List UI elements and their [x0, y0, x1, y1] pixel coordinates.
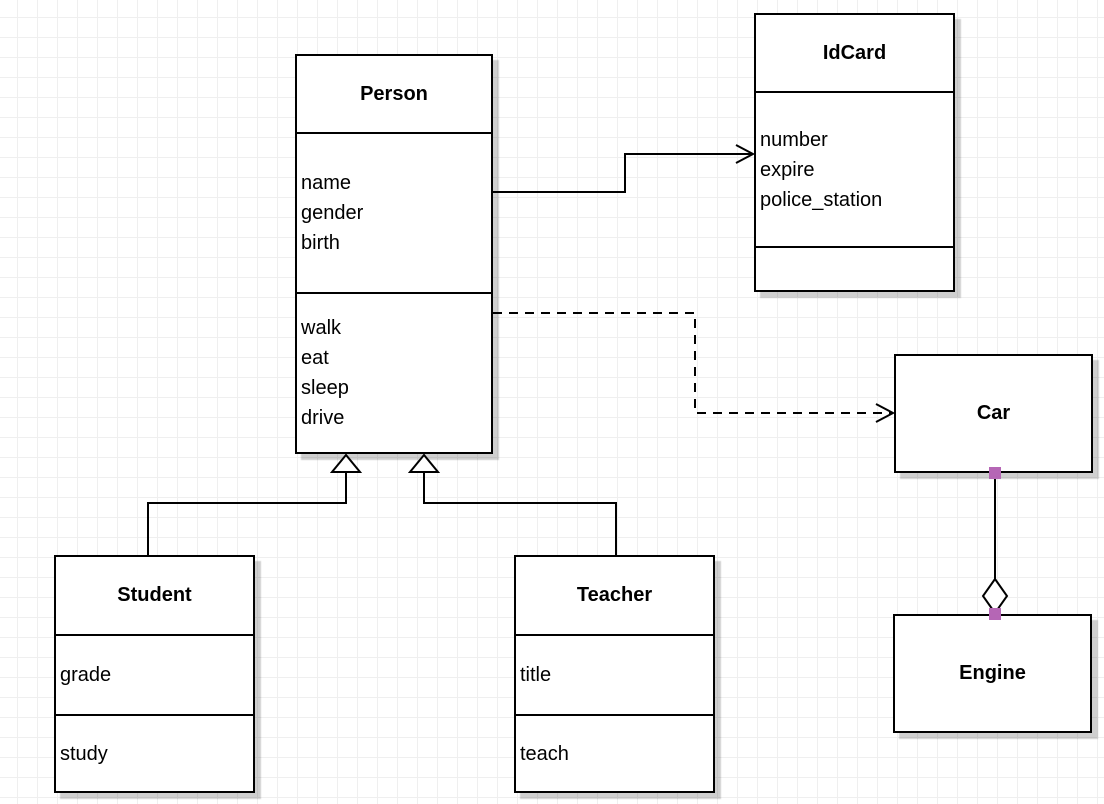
- class-methods: teach: [516, 714, 713, 791]
- class-box-car[interactable]: Car: [894, 354, 1093, 473]
- hollow-triangle-icon: [407, 453, 441, 473]
- class-box-engine[interactable]: Engine: [893, 614, 1092, 733]
- class-title: IdCard: [822, 41, 887, 64]
- class-title: Person: [360, 82, 428, 105]
- class-box-idcard[interactable]: IdCard number expire police_station: [754, 13, 955, 292]
- edge-dependency-person-car[interactable]: [493, 312, 896, 423]
- class-title: Teacher: [576, 584, 653, 606]
- edge-generalization-teacher-person[interactable]: [407, 453, 617, 555]
- class-methods: study: [56, 714, 253, 791]
- class-attributes: grade: [56, 634, 253, 714]
- edge-aggregation-car-engine[interactable]: [981, 467, 1009, 620]
- class-methods: walk eat sleep drive: [297, 292, 491, 452]
- class-methods-empty: [756, 246, 953, 290]
- class-title: Car: [976, 402, 1011, 424]
- open-arrow-icon: [875, 403, 896, 423]
- class-title: Engine: [959, 662, 1026, 684]
- class-box-person[interactable]: Person name gender birth walk eat sleep …: [295, 54, 493, 454]
- hollow-diamond-icon: [981, 577, 1009, 615]
- class-attributes: number expire police_station: [756, 91, 953, 246]
- class-box-teacher[interactable]: Teacher title teach: [514, 555, 715, 793]
- class-box-student[interactable]: Student grade study: [54, 555, 255, 793]
- edge-generalization-student-person[interactable]: [147, 453, 363, 555]
- edge-association-person-idcard[interactable]: [493, 144, 756, 193]
- hollow-triangle-icon: [329, 453, 363, 473]
- open-arrow-icon: [735, 144, 756, 164]
- class-attributes: name gender birth: [297, 132, 491, 292]
- class-title: Student: [117, 584, 192, 606]
- class-attributes: title: [516, 634, 713, 714]
